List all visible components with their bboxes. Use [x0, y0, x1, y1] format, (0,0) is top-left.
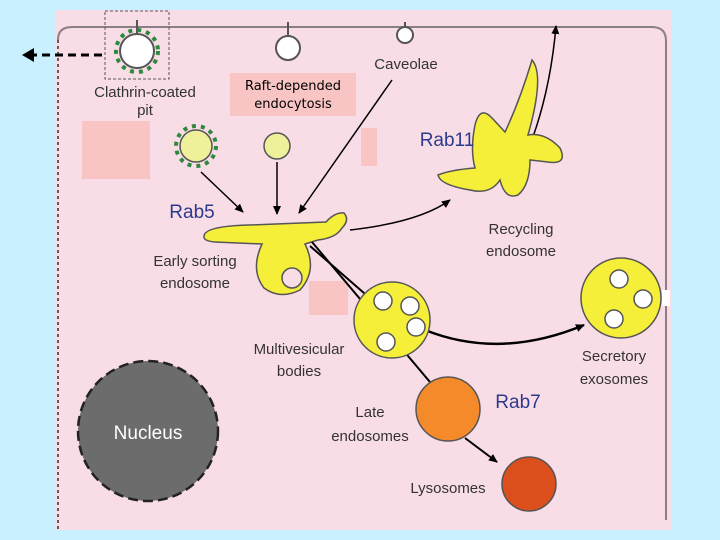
arrow-caveolae-to-early [298, 79, 393, 214]
rab7-label: Rab7 [495, 392, 540, 413]
lysosomes-label: Lysosomes [410, 480, 485, 497]
nucleus-label: Nucleus [114, 423, 183, 444]
recycling-endosome [437, 58, 563, 197]
secretory-label-line1: Secretory [582, 348, 647, 365]
nucleus [76, 359, 220, 503]
caveolae-label: Caveolae [374, 56, 437, 73]
arrow-mvb-to-exosomes [424, 323, 585, 346]
highlight-box-left [82, 121, 150, 179]
late-label-line2: endosomes [331, 428, 409, 445]
raft-membrane-pit [275, 22, 301, 61]
highlight-box-center [309, 281, 348, 315]
cell-membrane [57, 26, 667, 520]
caveolae-membrane-pit [396, 22, 414, 44]
raft-vesicle [263, 132, 291, 160]
recycling-label-line1: Recycling [488, 221, 553, 238]
lysosome [501, 456, 557, 512]
rab5-label: Rab5 [169, 202, 214, 223]
arrow-early-to-recycling [349, 199, 451, 231]
mvb-label-line1: Multivesicular [254, 341, 345, 358]
late-label-line1: Late [355, 404, 384, 421]
rab11-label: Rab11 [420, 130, 475, 151]
secretory-label-line2: exosomes [580, 371, 648, 388]
late-endosome [415, 376, 481, 442]
clathrin-vesicle [174, 124, 218, 168]
early-label-line1: Early sorting [153, 253, 236, 270]
raft-label-box [230, 73, 356, 116]
secretory-exosomes [580, 257, 662, 339]
raft-label-line2: endocytosis [254, 97, 332, 112]
early-sorting-endosome [203, 212, 348, 296]
clathrin-coated-pit [114, 20, 160, 74]
arrow-early-to-mvb [309, 245, 373, 301]
recycling-label-line2: endosome [486, 243, 556, 260]
multivesicular-body [353, 281, 431, 359]
arrow-late-to-lysosome [464, 437, 498, 463]
exosome-membrane-gap [662, 290, 670, 306]
clathrin-pit-dashed-box [104, 10, 170, 80]
highlight-box-small [361, 128, 377, 166]
early-label-line2: endosome [160, 275, 230, 292]
clathrin-label-line1: Clathrin-coated [94, 84, 196, 101]
clathrin-exit-arrowhead [22, 48, 34, 62]
clathrin-label-line2: pit [137, 102, 154, 119]
arrow-clathrin-to-early [200, 171, 244, 213]
raft-label-line1: Raft-depended [245, 79, 341, 94]
mvb-label-line2: bodies [277, 363, 321, 380]
